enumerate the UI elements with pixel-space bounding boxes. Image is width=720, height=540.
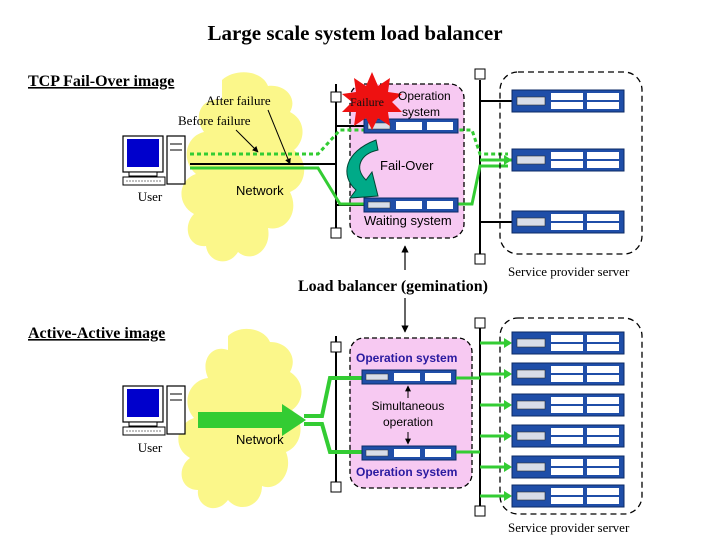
- lb-node-bottom-upper: [330, 341, 342, 353]
- service-server-top-3: [511, 210, 625, 234]
- service-server-bottom-4: [511, 424, 625, 448]
- after-failure-label: After failure: [206, 93, 271, 108]
- operation-system-unit-top: [363, 118, 459, 134]
- big-traffic-arrow: [198, 404, 306, 436]
- simultaneous-label-line1: Simultaneous: [372, 399, 445, 413]
- service-server-bottom-2: [511, 362, 625, 386]
- operation-label-line1: Operation: [398, 89, 451, 103]
- traffic-split-upper: [304, 376, 362, 418]
- operation-system-label-bottom-top: Operation system: [356, 351, 457, 365]
- operation-system-unit-bottom-2: [361, 445, 457, 461]
- failure-label: Failure: [350, 95, 384, 109]
- load-balancer-label: Load balancer (gemination): [298, 278, 488, 295]
- before-failure-pointer: [235, 129, 259, 153]
- user-label-top: User: [138, 189, 163, 204]
- tcp-section-heading: TCP Fail-Over image: [28, 73, 174, 90]
- waiting-system-unit: [363, 197, 459, 213]
- active-section-heading: Active-Active image: [28, 325, 165, 342]
- server-node-bottom-lower: [474, 505, 486, 517]
- service-provider-label-top: Service provider server: [508, 264, 630, 279]
- lb-node-top-lower: [330, 227, 342, 239]
- lb-node-top-upper: [330, 91, 342, 103]
- diagram-title: Large scale system load balancer: [207, 21, 502, 45]
- before-failure-label: Before failure: [178, 113, 251, 128]
- server-link-top-2-arrowhead: [504, 155, 512, 165]
- fail-over-label: Fail-Over: [380, 158, 434, 173]
- server-node-bottom-upper: [474, 317, 486, 329]
- service-server-top-1: [511, 89, 625, 113]
- failure-burst-icon: [342, 72, 402, 130]
- service-provider-area-bottom: [499, 317, 643, 515]
- waiting-system-label: Waiting system: [364, 213, 452, 228]
- fail-over-arrow: [346, 139, 379, 199]
- server-links-bottom: [480, 338, 512, 501]
- server-node-top-upper: [474, 68, 486, 80]
- network-label-top: Network: [236, 183, 284, 198]
- network-label-bottom: Network: [236, 432, 284, 447]
- traffic-split-lower: [304, 422, 362, 454]
- server-node-top-lower: [474, 253, 486, 265]
- operation-label-line2: system: [402, 105, 440, 119]
- simultaneous-label-line2: operation: [383, 415, 433, 429]
- user-label-bottom: User: [138, 440, 163, 455]
- service-server-bottom-1: [511, 331, 625, 355]
- service-provider-area-top: [499, 71, 643, 255]
- service-server-bottom-3: [511, 393, 625, 417]
- service-server-bottom-5: [511, 455, 625, 479]
- service-provider-label-bottom: Service provider server: [508, 520, 630, 535]
- lb-node-bottom-lower: [330, 481, 342, 493]
- service-server-bottom-6: [511, 484, 625, 508]
- after-failure-pointer: [267, 109, 291, 165]
- operation-system-unit-bottom-1: [361, 369, 457, 385]
- service-server-top-2: [511, 148, 625, 172]
- user-computer-bottom: [122, 385, 186, 436]
- operation-system-label-bottom-bottom: Operation system: [356, 465, 457, 479]
- user-computer-top: [122, 135, 186, 186]
